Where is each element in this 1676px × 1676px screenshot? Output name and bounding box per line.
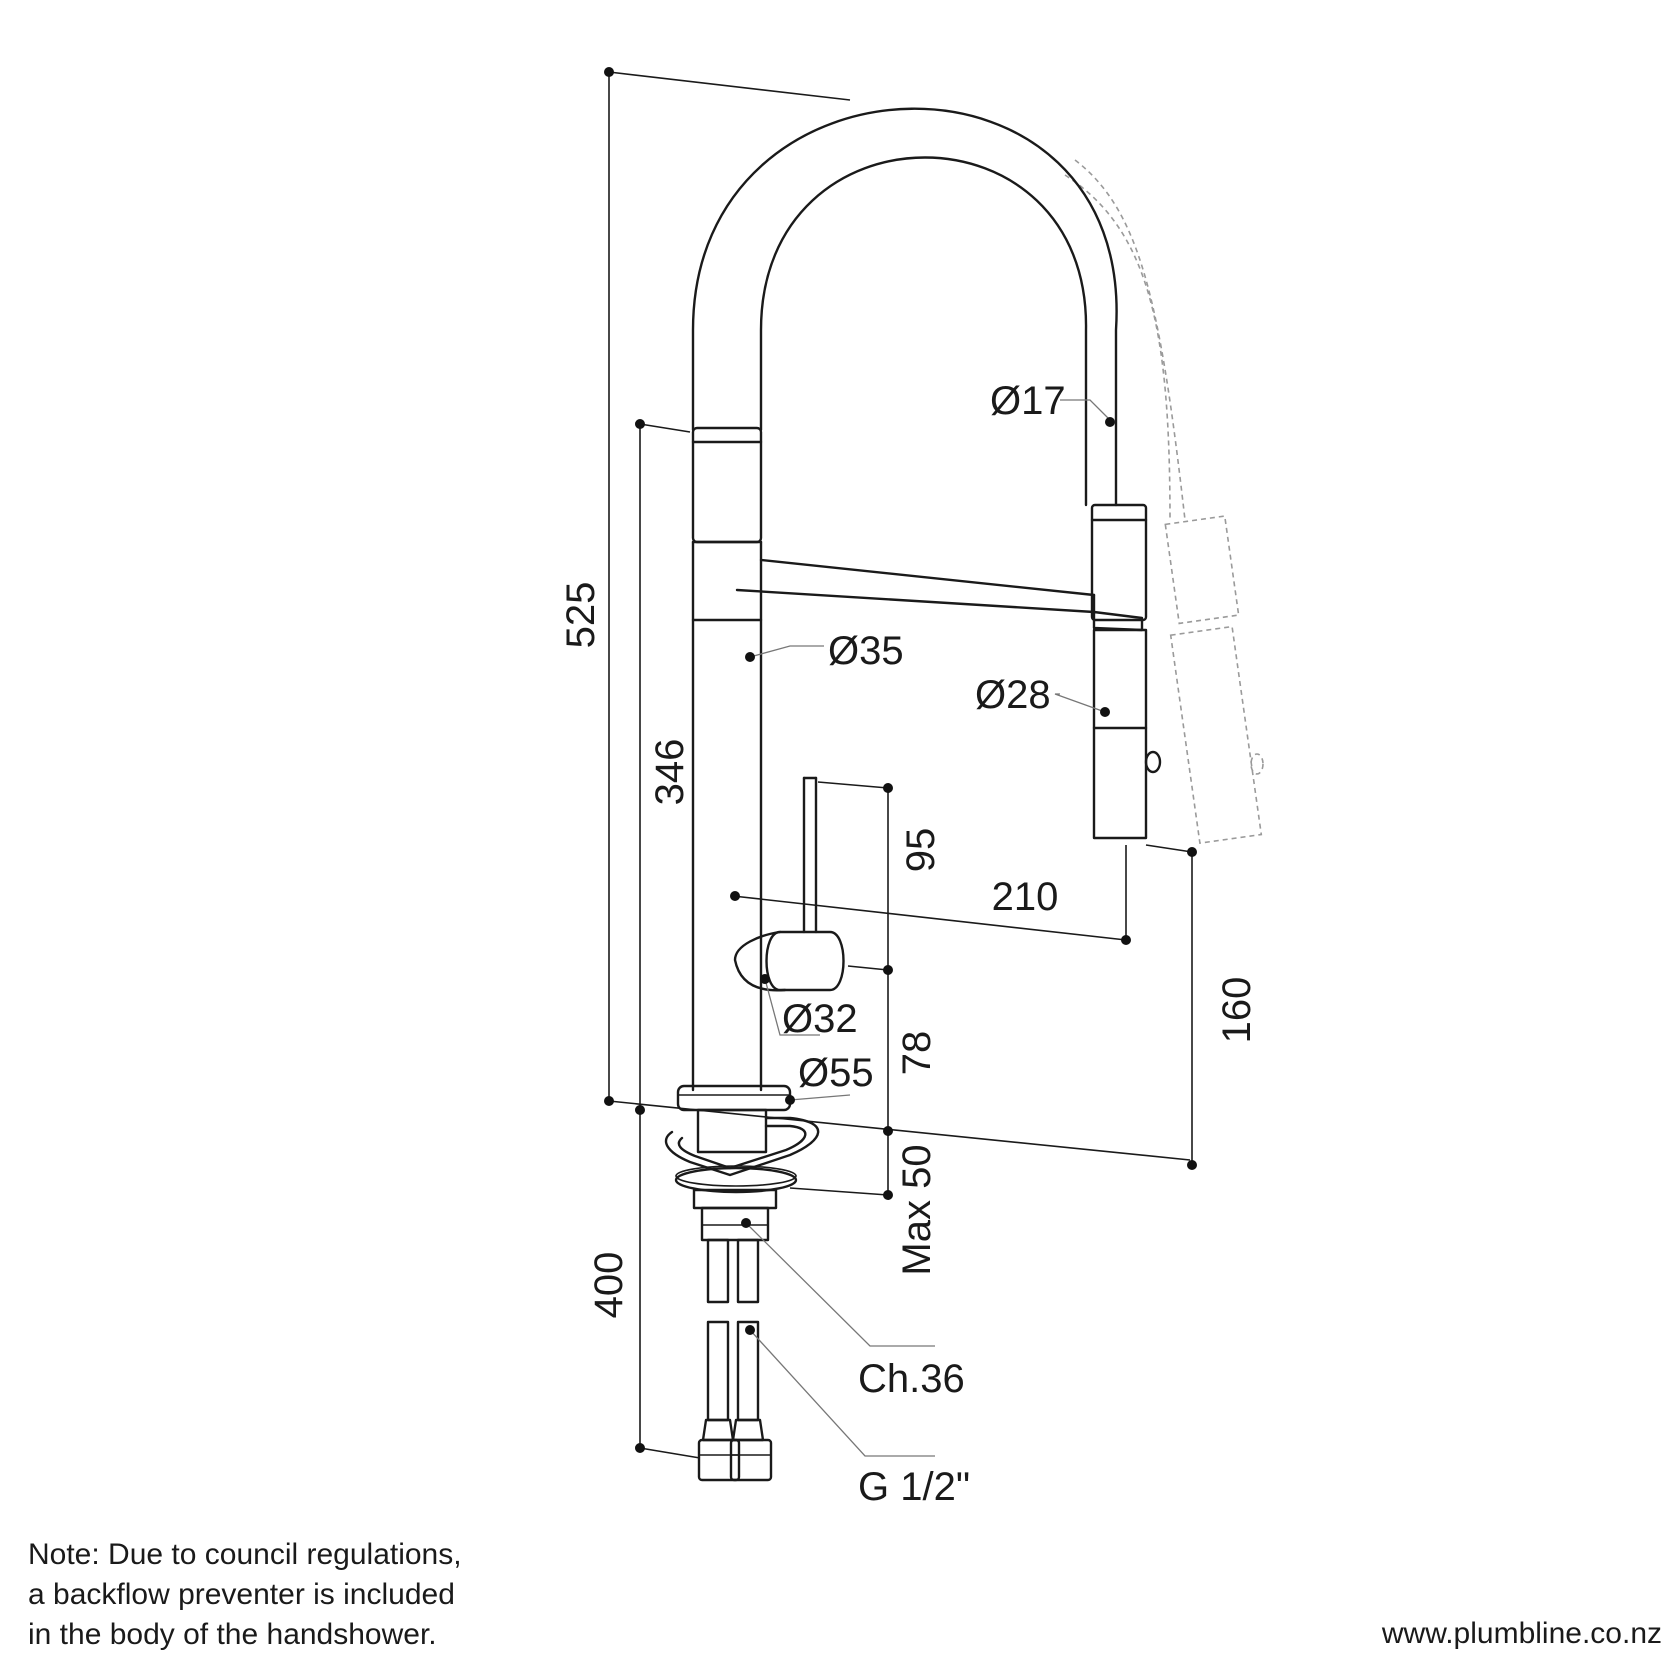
website-url: www.plumbline.co.nz (1381, 1617, 1662, 1650)
dia-hose: Ø17 (990, 379, 1066, 423)
dim-overall-height: 525 (559, 582, 603, 649)
dimension-endpoints (604, 67, 1197, 1453)
note-line: Note: Due to council regulations, (28, 1538, 462, 1571)
base-mounting (664, 1084, 820, 1242)
leader-lines (741, 399, 1115, 1457)
note-line: in the body of the handshower. (28, 1618, 437, 1651)
ghost-handshower-outline (1064, 159, 1264, 845)
dia-lever: Ø32 (782, 997, 858, 1041)
dim-body-height: 346 (648, 739, 692, 806)
spring-hose (691, 107, 1118, 507)
lever-handle (733, 776, 845, 992)
nut-size: Ch.36 (858, 1357, 965, 1401)
supply-hoses (697, 1238, 773, 1482)
dim-base-to-lever: 78 (895, 1031, 939, 1076)
note-line: a backflow preventer is included (28, 1578, 455, 1611)
dia-body: Ø35 (828, 629, 904, 673)
dim-spout-clearance: 160 (1215, 977, 1259, 1044)
dia-base: Ø55 (798, 1051, 874, 1095)
dia-handshower: Ø28 (975, 673, 1051, 717)
dim-spout-reach: 210 (992, 875, 1059, 919)
tap-body (691, 426, 763, 1092)
thread-size: G 1/2" (858, 1465, 970, 1509)
handshower (1090, 503, 1162, 840)
dim-hose-length: 400 (587, 1252, 631, 1319)
dim-lever-height: 95 (899, 828, 943, 873)
backflow-note: Note: Due to council regulations, a back… (28, 1535, 548, 1655)
holster-arm (735, 558, 1144, 632)
dim-max-bench-thickness: Max 50 (895, 1144, 939, 1275)
